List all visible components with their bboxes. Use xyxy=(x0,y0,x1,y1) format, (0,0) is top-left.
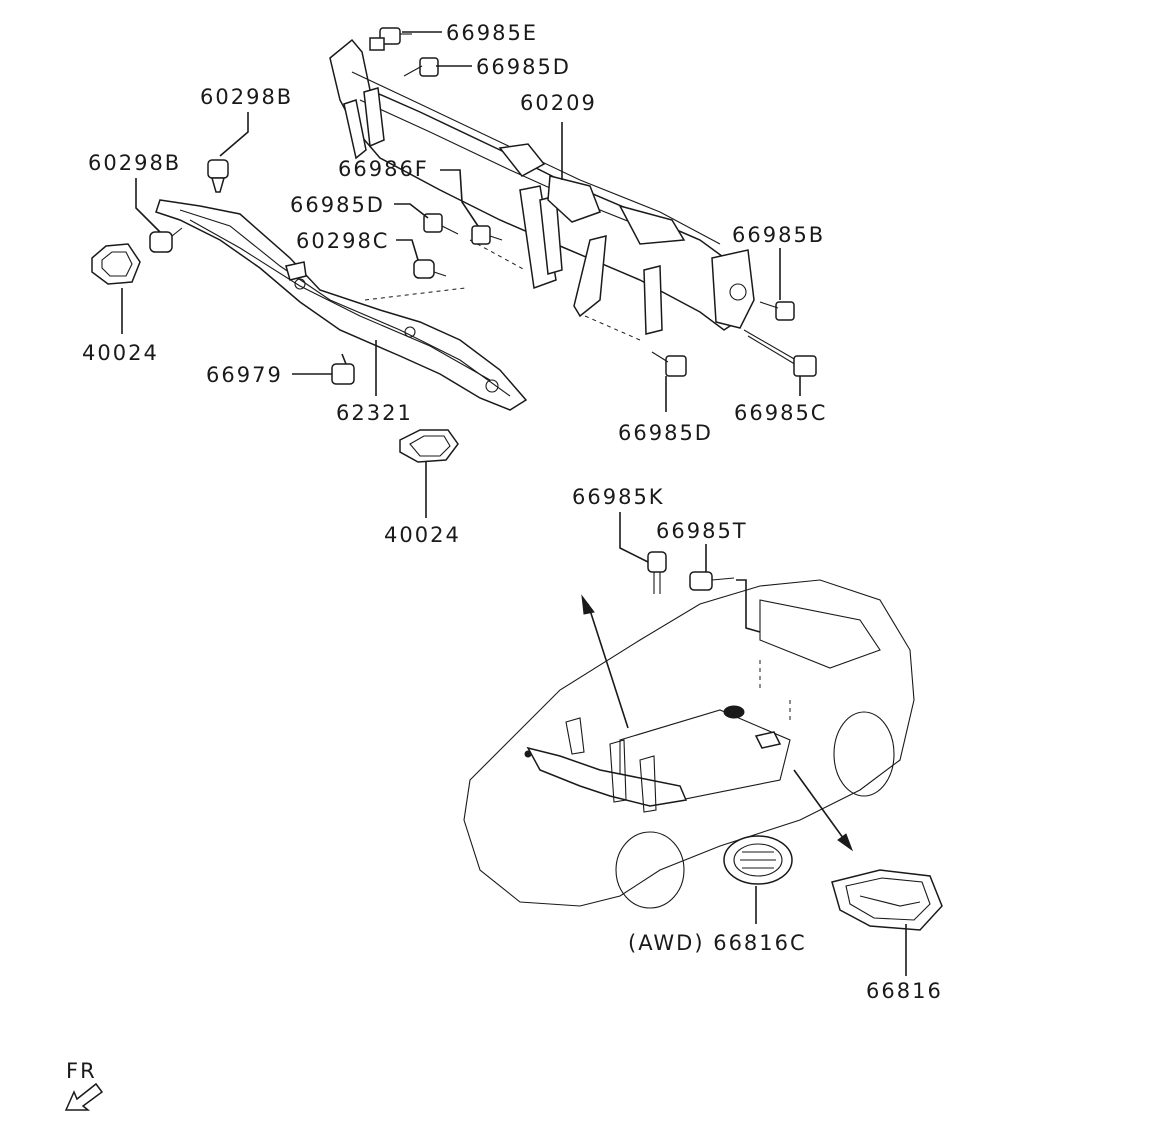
callout-60298b-b: 60298B xyxy=(88,151,181,175)
callout-66985d-mid: 66985D xyxy=(290,193,385,217)
leader-lines xyxy=(121,31,907,976)
front-direction-label: FR xyxy=(66,1059,97,1083)
bolt-66985e xyxy=(369,27,412,51)
lower-bracket-62321 xyxy=(155,199,528,411)
location-arrow-up xyxy=(581,594,629,729)
bolt-66985c xyxy=(743,329,817,377)
bolt-66985d-top xyxy=(403,57,439,77)
bolt-66985d-bottom xyxy=(651,351,687,377)
callout-66985c: 66985C xyxy=(734,401,827,425)
callout-66816c: (AWD) 66816C xyxy=(628,931,807,955)
callout-40024-bot: 40024 xyxy=(384,523,461,547)
callout-62321: 62321 xyxy=(336,401,413,425)
callout-66985t: 66985T xyxy=(656,519,748,543)
clip-60298b-upper xyxy=(207,159,229,193)
location-arrow-down xyxy=(793,769,854,852)
pad-40024-bottom xyxy=(399,429,459,463)
clip-60298b-lower xyxy=(149,227,183,253)
clip-60298c xyxy=(413,259,447,279)
vehicle-body-outline xyxy=(463,579,915,909)
callout-60298c: 60298C xyxy=(296,229,389,253)
callout-66985d-bot: 66985D xyxy=(618,421,713,445)
cover-66816c xyxy=(723,835,793,885)
callout-40024-left: 40024 xyxy=(82,341,159,365)
pad-40024-left xyxy=(91,243,141,285)
front-direction-marker: FR xyxy=(64,1059,104,1111)
callout-66985e: 66985E xyxy=(446,21,538,45)
bolt-66985k xyxy=(647,551,667,594)
bolt-66985t xyxy=(689,571,735,591)
beam-location-in-vehicle xyxy=(524,717,688,813)
cross-car-beam-60209 xyxy=(329,38,755,341)
cover-panel-66816 xyxy=(831,869,943,931)
bolt-66986f xyxy=(471,225,503,245)
nut-66979 xyxy=(331,363,355,385)
callout-60209: 60209 xyxy=(520,91,597,115)
callout-66985d-top: 66985D xyxy=(476,55,571,79)
bolt-66985d-mid xyxy=(423,213,459,235)
callout-66986f: 66986F xyxy=(338,157,429,181)
callout-60298b-a: 60298B xyxy=(200,85,293,109)
front-direction-arrow-icon xyxy=(64,1082,104,1111)
callout-66979: 66979 xyxy=(206,363,283,387)
callout-66816: 66816 xyxy=(866,979,943,1003)
bolt-66985b xyxy=(759,301,795,321)
callout-66985k: 66985K xyxy=(572,485,665,509)
callout-66985b: 66985B xyxy=(732,223,825,247)
